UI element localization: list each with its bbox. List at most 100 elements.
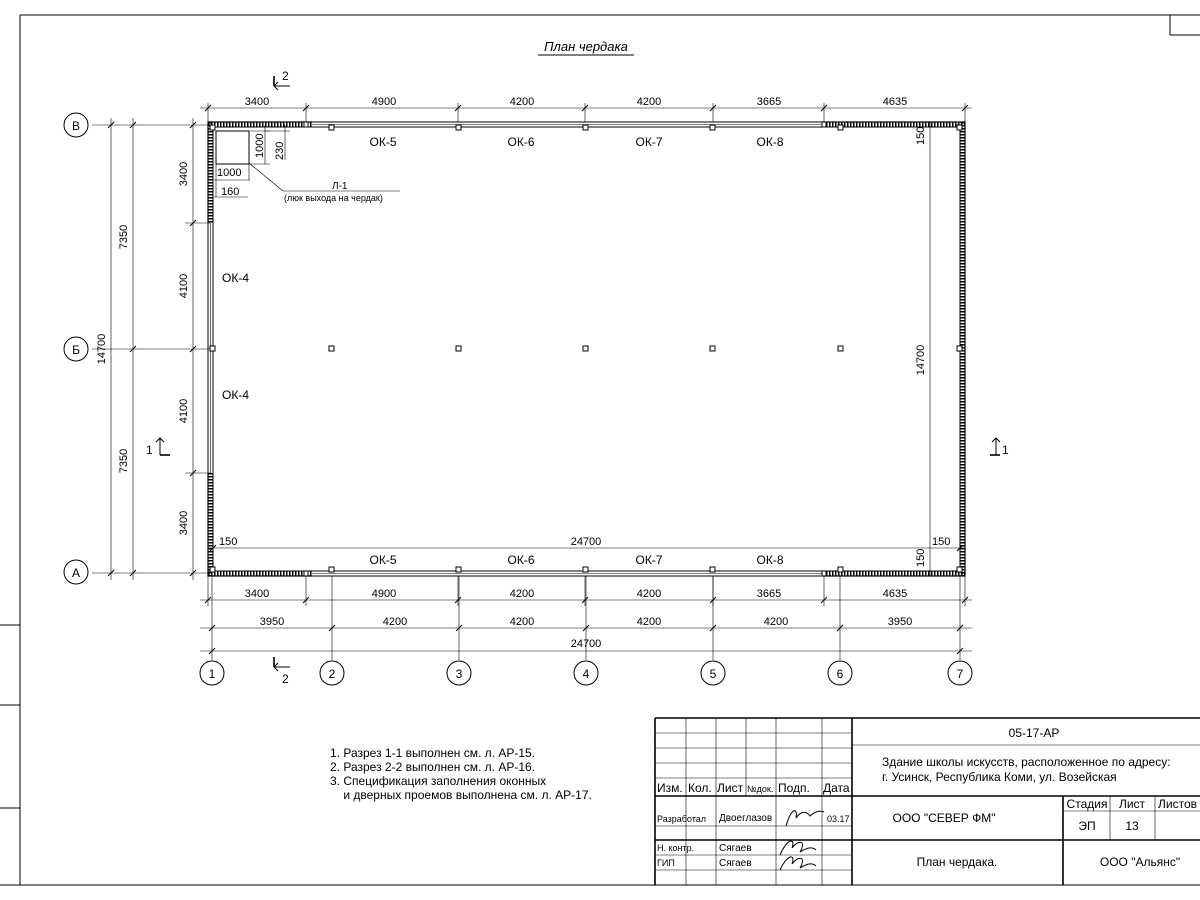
svg-text:Кол.: Кол. xyxy=(688,781,712,795)
svg-text:ЭП: ЭП xyxy=(1078,819,1095,833)
svg-text:ОК-8: ОК-8 xyxy=(757,135,784,149)
svg-text:ОК-6: ОК-6 xyxy=(508,135,535,149)
svg-text:4200: 4200 xyxy=(510,616,534,628)
svg-text:ОК-7: ОК-7 xyxy=(636,135,663,149)
drawing-notes: 1. Разрез 1-1 выполнен см. л. АР-15.2. Р… xyxy=(330,746,592,802)
note-line: 3. Спецификация заполнения оконных xyxy=(330,774,547,788)
svg-text:4200: 4200 xyxy=(383,616,407,628)
svg-text:ОК-8: ОК-8 xyxy=(757,553,784,567)
svg-text:ОК-6: ОК-6 xyxy=(508,553,535,567)
svg-text:3: 3 xyxy=(456,667,463,681)
svg-text:3950: 3950 xyxy=(260,616,284,628)
svg-text:1000: 1000 xyxy=(254,134,266,158)
svg-text:Листов: Листов xyxy=(1158,797,1197,811)
svg-text:150: 150 xyxy=(915,127,927,145)
svg-text:Дата: Дата xyxy=(823,781,850,795)
svg-text:ОК-5: ОК-5 xyxy=(370,553,397,567)
svg-text:7350: 7350 xyxy=(118,225,130,249)
svg-text:ОК-7: ОК-7 xyxy=(636,553,663,567)
svg-text:14700: 14700 xyxy=(915,345,927,376)
bottom-dims: 3400 4900 4200 4200 3665 4635 3950 4200 … xyxy=(200,576,972,660)
svg-text:150: 150 xyxy=(915,549,927,567)
note-line: 1. Разрез 1-1 выполнен см. л. АР-15. xyxy=(330,746,536,760)
svg-text:05-17-АР: 05-17-АР xyxy=(1009,726,1060,740)
svg-text:План чердака.: План чердака. xyxy=(917,855,998,869)
svg-text:ООО "СЕВЕР ФМ": ООО "СЕВЕР ФМ" xyxy=(893,811,996,825)
svg-text:1: 1 xyxy=(209,667,216,681)
svg-text:14700: 14700 xyxy=(96,334,108,365)
svg-text:230: 230 xyxy=(274,142,286,160)
inner-dim: 24700 150 150 150 150 14700 xyxy=(208,122,965,576)
axis-letter-bubbles: В Б А xyxy=(63,112,89,585)
svg-text:3665: 3665 xyxy=(757,588,781,600)
svg-text:Здание школы искусств, располо: Здание школы искусств, расположенное по … xyxy=(882,755,1171,769)
svg-text:ООО "Альянс": ООО "Альянс" xyxy=(1100,855,1180,869)
svg-text:4200: 4200 xyxy=(637,588,661,600)
svg-text:4: 4 xyxy=(583,667,590,681)
svg-text:Сягаев: Сягаев xyxy=(719,843,752,854)
svg-text:Стадия: Стадия xyxy=(1067,797,1108,811)
signature-marks xyxy=(779,810,825,871)
stamp-text: 05-17-АР Здание школы искусств, располож… xyxy=(657,726,1197,869)
svg-text:Н. контр.: Н. контр. xyxy=(657,843,694,853)
svg-text:7350: 7350 xyxy=(118,449,130,473)
svg-text:4100: 4100 xyxy=(178,274,190,298)
svg-text:3400: 3400 xyxy=(178,162,190,186)
svg-text:2: 2 xyxy=(329,667,336,681)
svg-text:ОК-5: ОК-5 xyxy=(370,135,397,149)
left-dims: 3400 4100 4100 3400 7350 7350 14700 xyxy=(92,118,210,580)
svg-text:2: 2 xyxy=(282,69,289,83)
svg-text:24700: 24700 xyxy=(571,536,602,548)
axis-number-bubbles: 1 2 3 4 5 6 7 xyxy=(199,660,973,686)
svg-text:4200: 4200 xyxy=(637,616,661,628)
window-labels: ОК-5 ОК-6 ОК-7 ОК-8 ОК-5 ОК-6 ОК-7 ОК-8 … xyxy=(222,135,784,567)
drawing-title: План чердака xyxy=(544,39,628,54)
svg-text:4100: 4100 xyxy=(178,399,190,423)
svg-text:(люк выхода на чердак): (люк выхода на чердак) xyxy=(284,193,383,203)
note-line: и дверных проемов выполнена см. л. АР-17… xyxy=(330,788,592,802)
svg-text:7: 7 xyxy=(957,667,964,681)
svg-text:ОК-4: ОК-4 xyxy=(222,271,249,285)
svg-text:4635: 4635 xyxy=(883,96,907,108)
columns xyxy=(209,121,963,577)
svg-text:4200: 4200 xyxy=(764,616,788,628)
svg-text:150: 150 xyxy=(219,536,237,548)
svg-text:Лист: Лист xyxy=(1119,797,1146,811)
svg-text:4200: 4200 xyxy=(510,588,534,600)
svg-text:3400: 3400 xyxy=(245,96,269,108)
attic-hatch: 1000 1000 230 160 Л-1 (люк выхода на чер… xyxy=(214,125,400,203)
svg-text:Подп.: Подп. xyxy=(778,781,810,795)
note-line: 2. Разрез 2-2 выполнен см. л. АР-16. xyxy=(330,760,536,774)
svg-text:5: 5 xyxy=(710,667,717,681)
svg-text:1: 1 xyxy=(1002,443,1009,457)
svg-text:4635: 4635 xyxy=(883,588,907,600)
svg-text:Лист: Лист xyxy=(717,781,744,795)
svg-text:Б: Б xyxy=(72,343,80,357)
svg-text:150: 150 xyxy=(932,536,950,548)
top-dims: 3400 4900 4200 4200 3665 4635 xyxy=(200,96,972,122)
title-block xyxy=(654,717,1200,885)
svg-text:160: 160 xyxy=(221,186,239,198)
svg-text:3665: 3665 xyxy=(757,96,781,108)
svg-text:6: 6 xyxy=(837,667,844,681)
svg-text:ОК-4: ОК-4 xyxy=(222,388,249,402)
svg-text:4900: 4900 xyxy=(372,588,396,600)
svg-text:В: В xyxy=(72,119,80,133)
svg-text:03.17: 03.17 xyxy=(827,814,850,824)
svg-text:№док.: №док. xyxy=(747,784,773,794)
svg-text:4900: 4900 xyxy=(372,96,396,108)
svg-text:ГИП: ГИП xyxy=(657,858,675,868)
svg-text:3950: 3950 xyxy=(888,616,912,628)
svg-text:3400: 3400 xyxy=(178,511,190,535)
svg-text:А: А xyxy=(72,566,80,580)
svg-text:Разработал: Разработал xyxy=(657,814,706,824)
svg-text:Сягаев: Сягаев xyxy=(719,858,752,869)
svg-text:г. Усинск, Республика Коми, ул: г. Усинск, Республика Коми, ул. Возейска… xyxy=(882,770,1117,784)
svg-text:13: 13 xyxy=(1125,819,1139,833)
svg-text:Л-1: Л-1 xyxy=(332,181,348,192)
svg-text:24700: 24700 xyxy=(571,638,602,650)
svg-text:Двоеглазов: Двоеглазов xyxy=(719,813,772,824)
svg-text:4200: 4200 xyxy=(637,96,661,108)
svg-text:Изм.: Изм. xyxy=(657,781,683,795)
